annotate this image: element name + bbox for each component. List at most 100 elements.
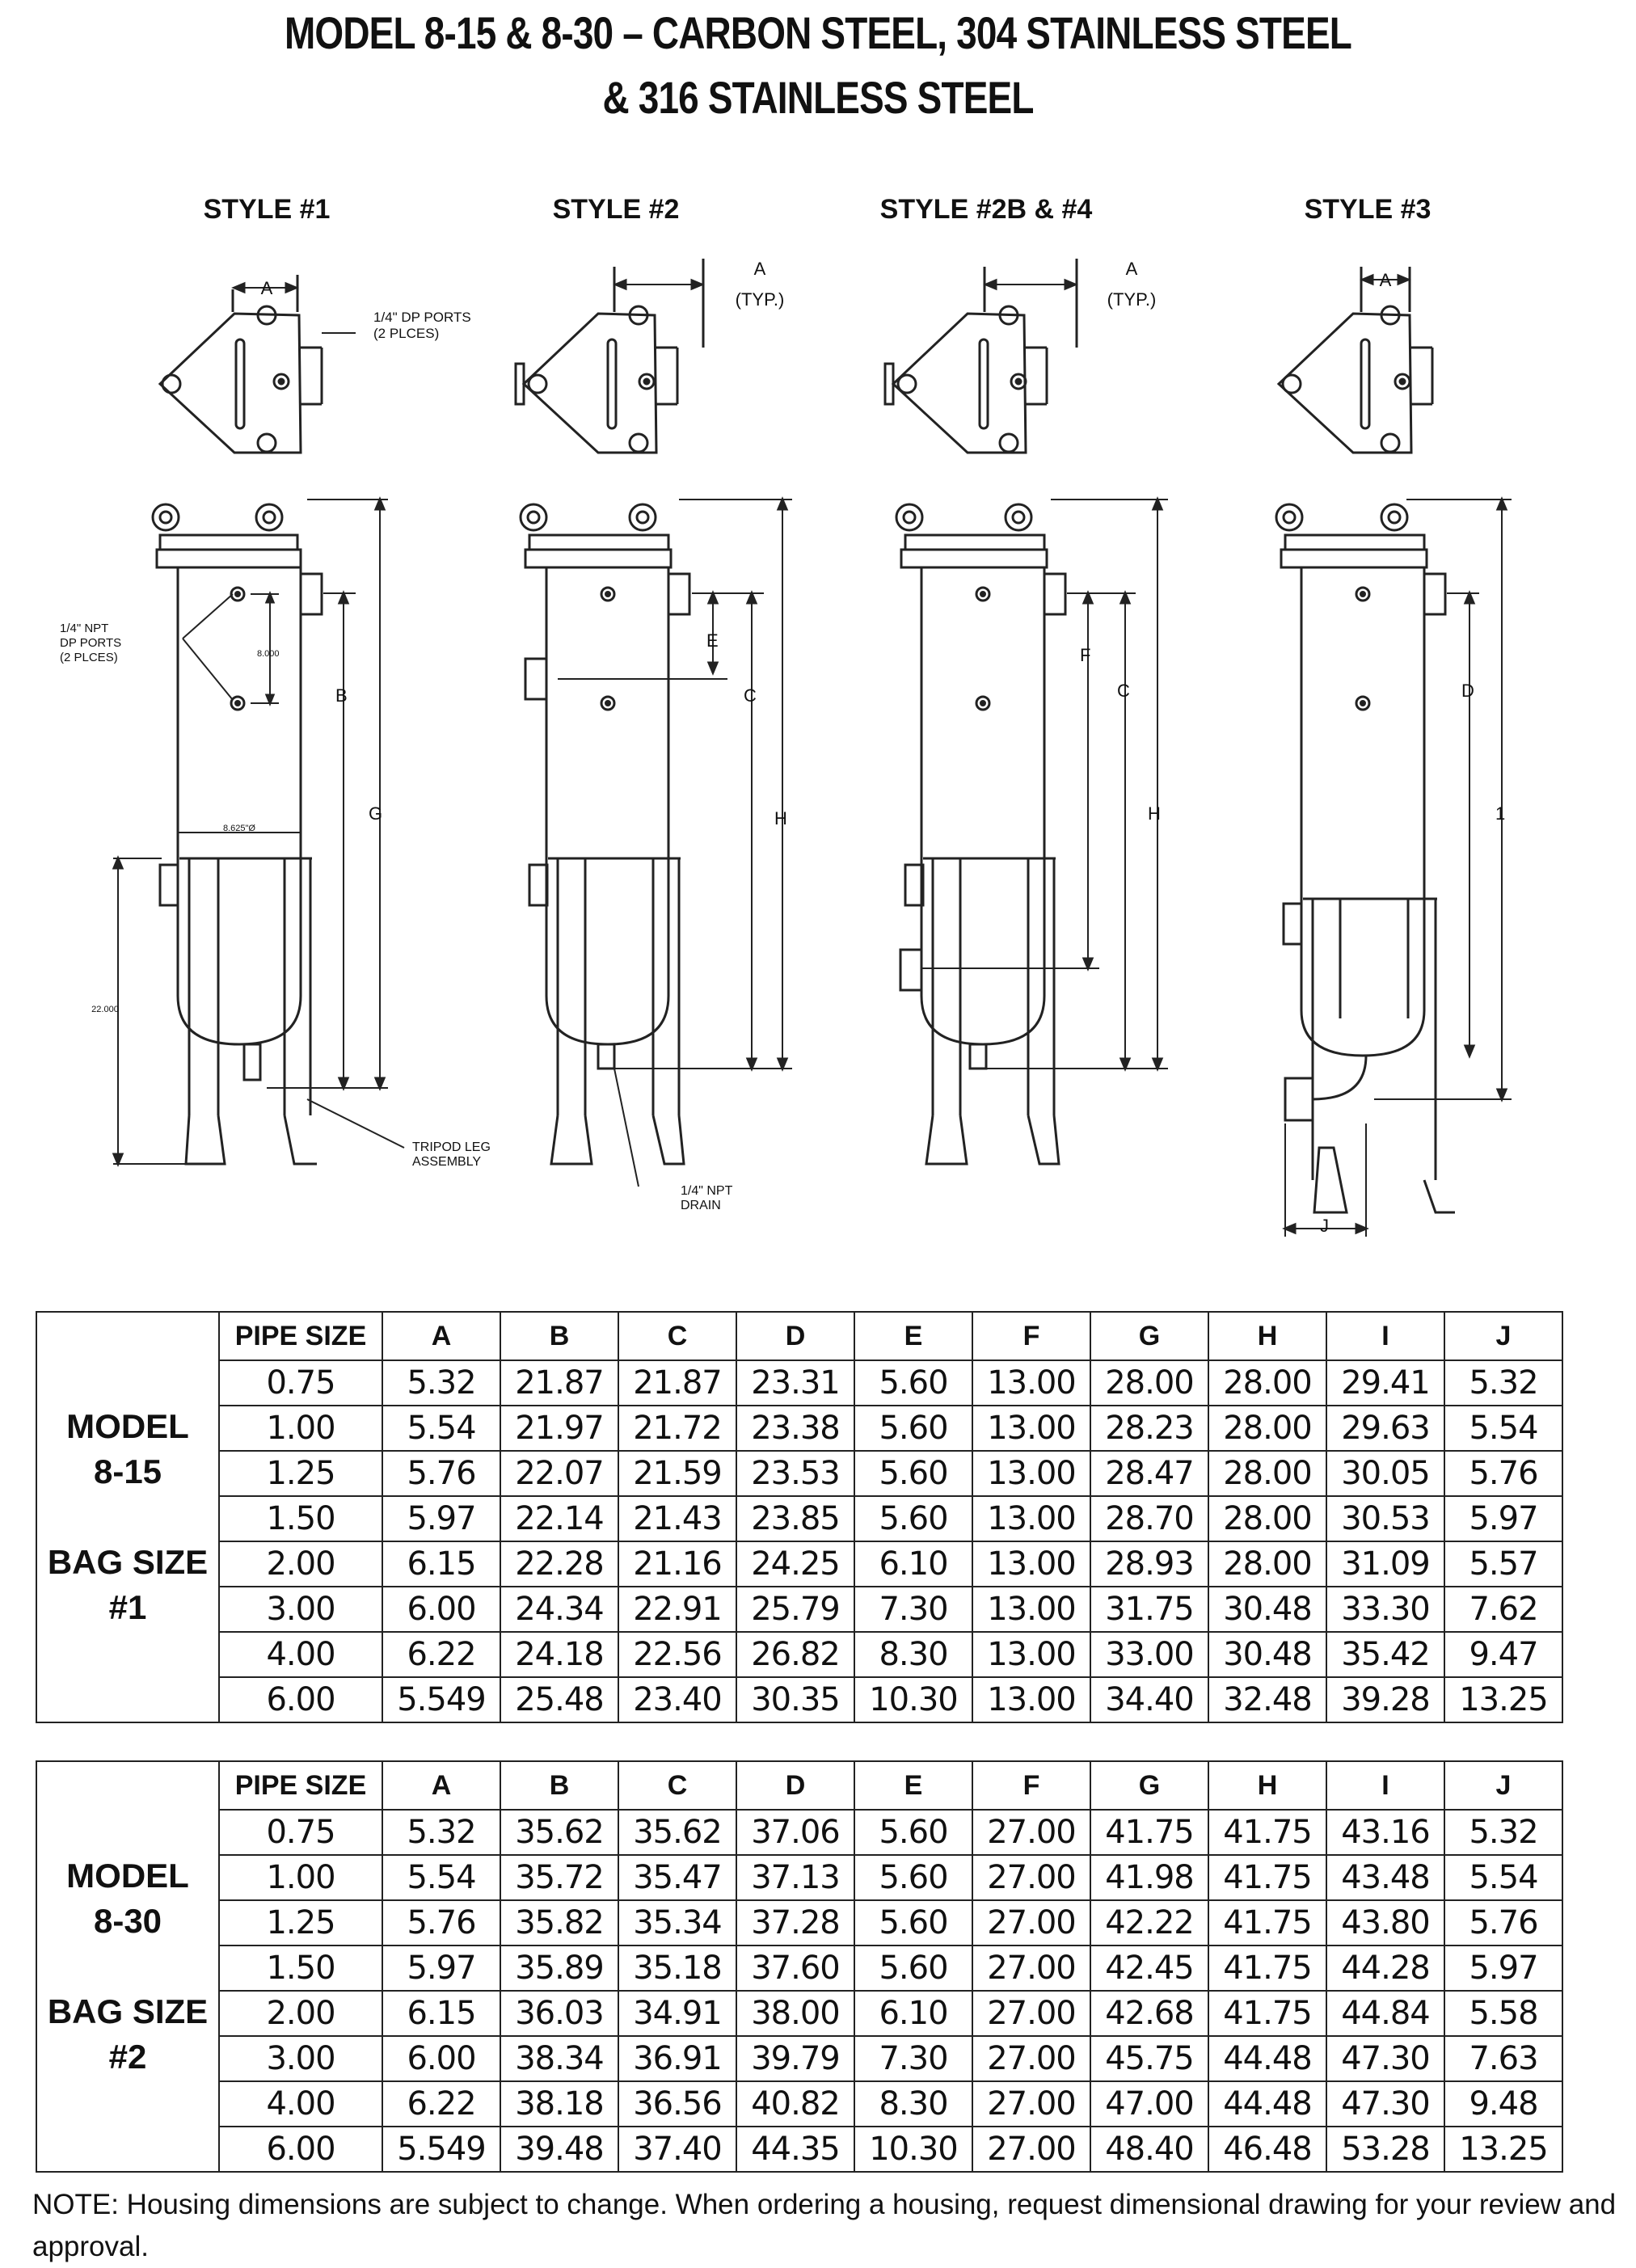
table-cell: 34.40 [1090, 1676, 1209, 1723]
table-cell: 13.00 [972, 1495, 1091, 1542]
table-cell: 5.60 [854, 1405, 973, 1452]
table-cell: 6.10 [854, 1990, 973, 2037]
column-header: J [1444, 1760, 1563, 1811]
table-cell: 44.28 [1326, 1945, 1445, 1992]
style-2-label: STYLE #2 [552, 194, 680, 225]
table-cell: 6.15 [382, 1541, 501, 1587]
model-line [37, 1494, 218, 1540]
table-cell: 5.60 [854, 1360, 973, 1406]
table-cell: 5.54 [1444, 1405, 1563, 1452]
table-cell: 28.00 [1090, 1360, 1209, 1406]
table-cell: 27.00 [972, 1990, 1091, 2037]
table-cell: 9.47 [1444, 1631, 1563, 1678]
tripod-label-2: ASSEMBLY [412, 1155, 481, 1169]
table-cell: 33.30 [1326, 1586, 1445, 1633]
diameter-label: 8.625"Ø [223, 824, 255, 833]
npt-dp-ports-3: (2 PLCES) [60, 651, 118, 664]
table-cell: 1.50 [218, 1945, 383, 1992]
table-cell: 7.62 [1444, 1586, 1563, 1633]
style-2-side-view [519, 496, 792, 1187]
dim-label-h-3: H [1148, 803, 1161, 824]
table-cell: 23.40 [618, 1676, 737, 1723]
table-cell: 38.34 [500, 2035, 619, 2082]
dim-label-d: D [1461, 681, 1474, 701]
table-cell: 1.00 [218, 1405, 383, 1452]
table-cell: 8.30 [854, 1631, 973, 1678]
table-cell: 38.00 [736, 1990, 855, 2037]
table-cell: 41.75 [1090, 1809, 1209, 1856]
table-cell: 22.91 [618, 1586, 737, 1633]
table-cell: 3.00 [218, 2035, 383, 2082]
table-cell: 23.31 [736, 1360, 855, 1406]
table-cell: 5.97 [382, 1945, 501, 1992]
table-cell: 35.62 [500, 1809, 619, 1856]
table-cell: 32.48 [1208, 1676, 1327, 1723]
table-cell: 39.48 [500, 2126, 619, 2173]
table-cell: 5.97 [382, 1495, 501, 1542]
table-cell: 7.63 [1444, 2035, 1563, 2082]
table-cell: 28.93 [1090, 1541, 1209, 1587]
table-cell: 37.06 [736, 1809, 855, 1856]
housing-drawings: A A (TYP.) A (TYP.) A 1/4" DP PORTS (2 P… [60, 259, 1512, 1237]
table-cell: 31.09 [1326, 1541, 1445, 1587]
table-cell: 29.63 [1326, 1405, 1445, 1452]
table-cell: 21.16 [618, 1541, 737, 1587]
column-header: G [1090, 1311, 1209, 1361]
table-cell: 24.18 [500, 1631, 619, 1678]
dp-ports-label: 1/4" DP PORTS [373, 310, 471, 325]
table-cell: 9.48 [1444, 2080, 1563, 2127]
table-cell: 36.56 [618, 2080, 737, 2127]
dp-ports-count: (2 PLCES) [373, 326, 439, 341]
column-header: D [736, 1760, 855, 1811]
table-cell: 41.75 [1208, 1945, 1327, 1992]
column-header: E [854, 1760, 973, 1811]
table-cell: 42.45 [1090, 1945, 1209, 1992]
table-cell: 35.62 [618, 1809, 737, 1856]
table-cell: 28.00 [1208, 1541, 1327, 1587]
column-header: F [972, 1760, 1091, 1811]
table-cell: 3.00 [218, 1586, 383, 1633]
table-cell: 5.58 [1444, 1990, 1563, 2037]
dim-label-h-2: H [774, 808, 787, 828]
style-2b-top-view [883, 259, 1078, 454]
table-cell: 39.28 [1326, 1676, 1445, 1723]
dim-label-a-4: A [1380, 270, 1392, 290]
table-cell: 28.47 [1090, 1450, 1209, 1497]
dim-label-f: F [1080, 645, 1090, 665]
table-cell: 5.549 [382, 2126, 501, 2173]
table-cell: 35.47 [618, 1854, 737, 1901]
table-cell: 43.48 [1326, 1854, 1445, 1901]
dim-label-typ-2: (TYP.) [736, 289, 785, 310]
table-cell: 47.30 [1326, 2035, 1445, 2082]
table-cell: 1.00 [218, 1854, 383, 1901]
table-cell: 5.60 [854, 1495, 973, 1542]
table-cell: 27.00 [972, 2126, 1091, 2173]
dim-label-c-3: C [1117, 681, 1130, 701]
table-cell: 28.00 [1208, 1495, 1327, 1542]
table-cell: 5.57 [1444, 1541, 1563, 1587]
column-header: PIPE SIZE [218, 1760, 383, 1811]
table-cell: 45.75 [1090, 2035, 1209, 2082]
model-line: #2 [108, 2038, 147, 2076]
model-line: 8-15 [93, 1452, 162, 1490]
style-1-label: STYLE #1 [203, 194, 331, 225]
table-cell: 27.00 [972, 2035, 1091, 2082]
drain-label-2: DRAIN [681, 1199, 721, 1212]
column-header: A [382, 1311, 501, 1361]
model-line: MODEL [66, 1407, 189, 1445]
table-cell: 6.00 [382, 2035, 501, 2082]
table-cell: 13.00 [972, 1360, 1091, 1406]
table-cell: 35.18 [618, 1945, 737, 1992]
style-3-side-view [1275, 496, 1512, 1237]
table-cell: 28.23 [1090, 1405, 1209, 1452]
table-cell: 43.80 [1326, 1899, 1445, 1946]
table-cell: 36.91 [618, 2035, 737, 2082]
table-cell: 8.30 [854, 2080, 973, 2127]
table-cell: 43.16 [1326, 1809, 1445, 1856]
